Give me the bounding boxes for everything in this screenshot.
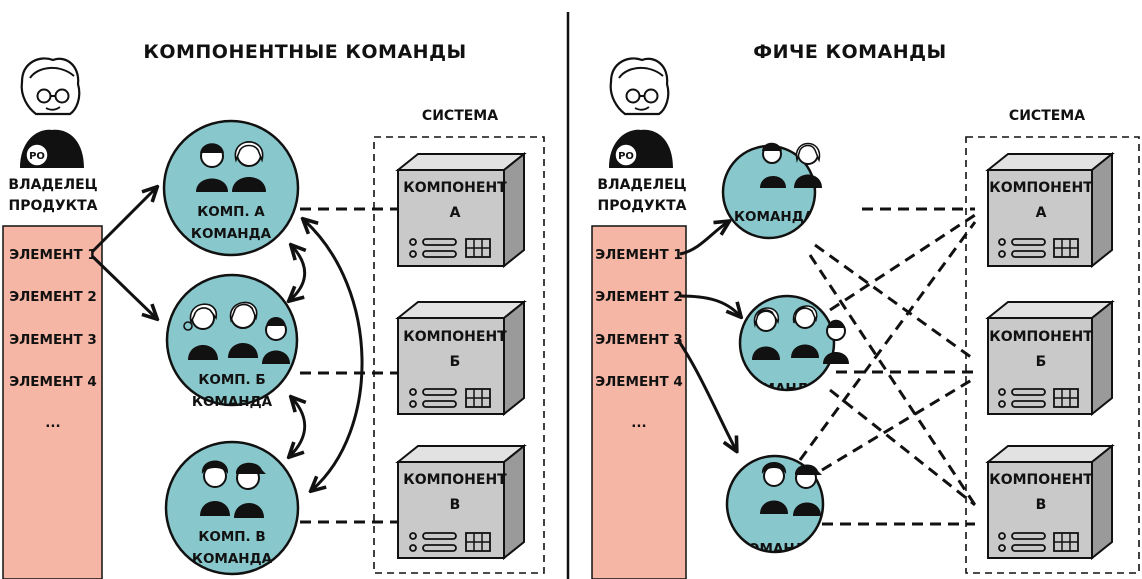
right-title: ФИЧЕ КОМАНДЫ	[753, 41, 947, 63]
component-a-label-line2: А	[450, 205, 461, 221]
team-c-circle	[164, 440, 300, 576]
team-a-circle	[162, 119, 300, 257]
system-label: СИСТЕМА	[422, 108, 498, 124]
arrow-item1-to-team-a	[90, 188, 156, 254]
product-owner-icon: PO	[609, 57, 673, 168]
link-wish-to-comp-a	[798, 221, 977, 461]
feature-links	[798, 207, 977, 526]
backlog-column	[2, 225, 103, 579]
arrow-item3-to-team-wish	[676, 339, 736, 450]
right-panel: ФИЧЕ КОМАНДЫ PO ВЛАДЕЛЕЦ ПРОДУКТА ЭЛЕМЕН…	[591, 41, 1140, 579]
po-label-line1: ВЛАДЕЛЕЦ	[8, 177, 97, 193]
component-c-label-line1: КОМПОНЕНТ	[989, 472, 1093, 488]
system-box	[965, 136, 1140, 574]
component-b-label-line2: Б	[450, 354, 461, 370]
link-wish-to-comp-b	[821, 376, 976, 472]
team-b-label-line1: КОМП. Б	[198, 372, 265, 388]
team-b-label-line2: КОМАНДА	[192, 394, 273, 410]
component-c-label-line2: В	[1036, 497, 1047, 513]
backlog-item: ЭЛЕМЕНТ 1	[595, 247, 683, 263]
component-b-label-line2: Б	[1036, 354, 1047, 370]
link-web-to-comp-c	[808, 254, 977, 506]
people-icon	[752, 305, 849, 364]
team-web: КОМАНДА WEB	[721, 142, 853, 240]
arrow-item1-to-team-b	[90, 254, 156, 318]
component-b: КОМПОНЕНТ Б	[985, 299, 1115, 417]
backlog-item: ...	[45, 415, 60, 431]
system-box	[373, 136, 545, 574]
link-ship-to-comp-c	[829, 388, 976, 507]
component-a-label-line1: КОМПОНЕНТ	[989, 180, 1093, 196]
backlog-column	[591, 225, 687, 579]
team-ship-label: КОМАНДА SHIP	[739, 381, 860, 397]
backlog-item: ЭЛЕМЕНТ 4	[9, 374, 97, 390]
link-ship-to-comp-a	[829, 213, 976, 312]
backlog-item: ЭЛЕМЕНТ 4	[595, 374, 683, 390]
team-a: КОМП. А КОМАНДА	[162, 119, 300, 257]
left-title: КОМПОНЕНТНЫЕ КОМАНДЫ	[143, 41, 466, 63]
po-badge: PO	[618, 151, 634, 162]
people-icon	[200, 460, 266, 518]
component-b-label-line1: КОМПОНЕНТ	[989, 329, 1093, 345]
po-label-line1: ВЛАДЕЛЕЦ	[597, 177, 686, 193]
component-a-label-line1: КОМПОНЕНТ	[403, 180, 507, 196]
team-c: КОМП. В КОМАНДА	[164, 440, 300, 576]
component-a-label-line2: А	[1036, 205, 1047, 221]
team-wish-label: КОМАНДА WISH	[737, 541, 863, 557]
backlog-item: ЭЛЕМЕНТ 3	[595, 332, 683, 348]
arrow-item2-to-team-ship	[679, 294, 740, 316]
component-c-label-line1: КОМПОНЕНТ	[403, 472, 507, 488]
team-wish: КОМАНДА WISH	[725, 454, 863, 557]
component-c-label-line2: В	[450, 497, 461, 513]
arrow-team-a-team-b	[290, 246, 305, 300]
component-a: КОМПОНЕНТ А	[395, 151, 527, 269]
people-icon	[183, 301, 290, 364]
team-web-label: КОМАНДА WEB	[734, 209, 853, 225]
team-c-label-line2: КОМАНДА	[192, 551, 273, 567]
team-b: КОМП. Б КОМАНДА	[165, 273, 299, 410]
backlog-item: ЭЛЕМЕНТ 1	[9, 247, 97, 263]
team-a-label-line1: КОМП. А	[197, 204, 265, 220]
product-owner-icon: PO	[20, 57, 84, 168]
arrow-item1-to-team-web	[679, 222, 728, 256]
arrow-team-b-team-c	[290, 398, 305, 456]
po-label-line2: ПРОДУКТА	[9, 198, 98, 214]
po-label-line2: ПРОДУКТА	[598, 198, 687, 214]
people-icon	[760, 142, 822, 188]
component-b-label-line1: КОМПОНЕНТ	[403, 329, 507, 345]
po-badge: PO	[29, 151, 45, 162]
component-b: КОМПОНЕНТ Б	[395, 299, 527, 417]
left-panel: КОМПОНЕНТНЫЕ КОМАНДЫ PO ВЛАДЕЛЕЦ ПРОДУКТ…	[2, 41, 545, 579]
team-a-label-line2: КОМАНДА	[191, 226, 272, 242]
people-icon	[760, 462, 822, 516]
backlog-item: ЭЛЕМЕНТ 2	[595, 289, 683, 305]
component-a: КОМПОНЕНТ А	[985, 151, 1115, 269]
backlog-item: ЭЛЕМЕНТ 2	[9, 289, 97, 305]
system-label: СИСТЕМА	[1009, 108, 1085, 124]
arrow-team-a-team-c	[304, 220, 364, 490]
component-c: КОМПОНЕНТ В	[395, 443, 527, 561]
backlog-item: ...	[631, 415, 646, 431]
link-web-to-comp-b	[814, 243, 976, 362]
team-c-label-line1: КОМП. В	[198, 529, 265, 545]
people-icon	[196, 141, 266, 192]
backlog-item: ЭЛЕМЕНТ 3	[9, 332, 97, 348]
component-c: КОМПОНЕНТ В	[985, 443, 1115, 561]
team-ship: КОМАНДА SHIP	[738, 294, 860, 397]
team-ship-circle	[738, 294, 836, 392]
